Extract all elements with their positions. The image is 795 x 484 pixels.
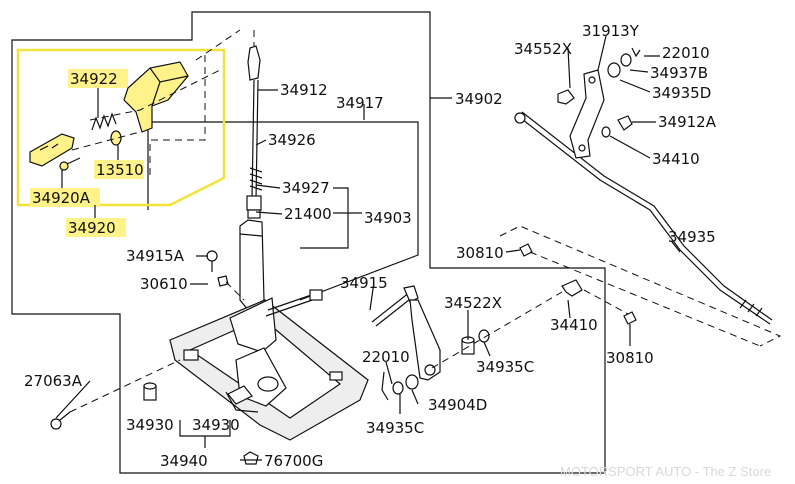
cotter-pin-22010b-icon[interactable]	[631, 47, 641, 58]
part-number-34410-upper[interactable]: 34410	[652, 150, 700, 168]
leader-lines	[55, 35, 681, 461]
lever-seat-icon[interactable]	[247, 209, 261, 219]
part-number-34920A[interactable]: 34920A	[32, 189, 91, 207]
lever-bushing-icon[interactable]	[246, 195, 262, 211]
lever-tube-detail	[239, 233, 263, 237]
kit-dash-guide-2	[71, 131, 141, 151]
base-bushing-34930b-icon[interactable]	[227, 385, 253, 405]
clip-34410a-icon[interactable]	[561, 279, 583, 297]
control-rod-34915-icon[interactable]	[371, 285, 441, 381]
clip-76700G-icon[interactable]	[243, 451, 259, 465]
bolt-dash-30610	[225, 281, 245, 301]
nut-30810b-icon[interactable]	[623, 311, 637, 325]
part-number-30610[interactable]: 30610	[140, 275, 188, 293]
bolt-27063A-icon[interactable]	[50, 411, 71, 430]
part-number-34912[interactable]: 34912	[280, 81, 328, 99]
part-number-34552X[interactable]: 34552X	[514, 40, 572, 58]
lever-spring-icon[interactable]	[249, 167, 263, 191]
part-number-34930-right[interactable]: 34930	[192, 416, 240, 434]
part-number-34915[interactable]: 34915	[340, 274, 388, 292]
nut-30810a-icon[interactable]	[519, 243, 533, 257]
knob-insert-icon[interactable]	[29, 133, 75, 167]
knob-kit-frame[interactable]	[16, 48, 226, 207]
lever-rod-icon[interactable]	[251, 79, 259, 201]
spring-icon[interactable]	[91, 112, 117, 131]
label-highlight-34920	[66, 218, 126, 237]
bracket-31913Y-icon[interactable]	[569, 69, 605, 159]
lever-tube-icon[interactable]	[239, 219, 265, 311]
part-number-34927[interactable]: 34927	[282, 179, 330, 197]
nut-34912A-icon[interactable]	[617, 115, 633, 131]
washer-34937B-icon[interactable]	[620, 53, 632, 67]
part-number-34922[interactable]: 34922	[70, 70, 118, 88]
kit-dash-guide	[89, 69, 221, 121]
sub-assembly-outline	[147, 121, 419, 301]
part-number-76700G[interactable]: 76700G	[264, 452, 323, 470]
part-number-13510[interactable]: 13510	[96, 161, 144, 179]
part-number-34935[interactable]: 34935	[668, 228, 716, 246]
part-number-34915A[interactable]: 34915A	[126, 247, 185, 265]
base-bushing-34930-icon[interactable]	[143, 382, 157, 401]
nut-34552X-icon[interactable]	[557, 89, 575, 105]
bolt-34915A-icon[interactable]	[206, 250, 218, 272]
dash-rod-box	[499, 225, 782, 347]
part-number-34904D[interactable]: 34904D	[428, 396, 487, 414]
part-number-22010-upper[interactable]: 22010	[662, 44, 710, 62]
part-number-30810-lower[interactable]: 30810	[606, 349, 654, 367]
part-number-34920[interactable]: 34920	[68, 219, 116, 237]
part-number-21400[interactable]: 21400	[284, 205, 332, 223]
washer-34935Ca-icon[interactable]	[392, 381, 404, 395]
bolt-dash-27063A	[69, 359, 181, 413]
part-number-34410-lower[interactable]: 34410	[550, 316, 598, 334]
part-number-34935C-lower[interactable]: 34935C	[366, 419, 424, 437]
part-number-34903[interactable]: 34903	[364, 209, 412, 227]
screw-icon[interactable]	[59, 157, 81, 171]
part-number-34935C-right[interactable]: 34935C	[476, 358, 534, 376]
part-number-34902[interactable]: 34902	[455, 90, 503, 108]
label-highlight-34920A	[30, 188, 100, 207]
part-number-30810-upper[interactable]: 30810	[456, 244, 504, 262]
part-number-34935D[interactable]: 34935D	[652, 84, 711, 102]
part-number-34522X[interactable]: 34522X	[444, 294, 502, 312]
nut-30610-icon[interactable]	[217, 275, 229, 287]
link-rod-end-icon[interactable]	[309, 289, 323, 301]
watermark: MOTORSPORT AUTO - The Z Store	[560, 464, 771, 479]
part-number-22010-lower[interactable]: 22010	[362, 348, 410, 366]
control-rod-34935-icon[interactable]	[514, 111, 773, 325]
dash-control-line	[431, 291, 563, 369]
part-number-34926[interactable]: 34926	[268, 131, 316, 149]
washer-34410b-icon[interactable]	[601, 126, 611, 138]
lever-top-cap-icon[interactable]	[247, 45, 261, 81]
part-number-34912A[interactable]: 34912A	[658, 113, 717, 131]
cotter-pin-22010a-icon[interactable]	[381, 371, 389, 401]
washer-34935D-icon[interactable]	[607, 62, 621, 78]
shift-knob-icon[interactable]	[123, 61, 189, 133]
dash-control-line-2	[583, 289, 629, 315]
knob-kit-inner-dash	[149, 55, 206, 175]
ring-13510-icon[interactable]	[110, 130, 122, 146]
part-number-34937B[interactable]: 34937B	[650, 64, 708, 82]
part-number-27063A[interactable]: 27063A	[24, 372, 83, 390]
part-number-34917[interactable]: 34917	[336, 94, 384, 112]
washer-34904D-icon[interactable]	[405, 374, 419, 390]
part-number-34940[interactable]: 34940	[160, 452, 208, 470]
label-highlight-34922	[68, 69, 128, 88]
label-highlight-13510	[94, 160, 144, 179]
part-number-34930-left[interactable]: 34930	[126, 416, 174, 434]
lever-dash-2	[195, 29, 241, 61]
part-number-31913Y[interactable]: 31913Y	[582, 22, 640, 40]
shifter-base-icon[interactable]	[169, 297, 369, 441]
assembly-outline	[11, 11, 606, 474]
